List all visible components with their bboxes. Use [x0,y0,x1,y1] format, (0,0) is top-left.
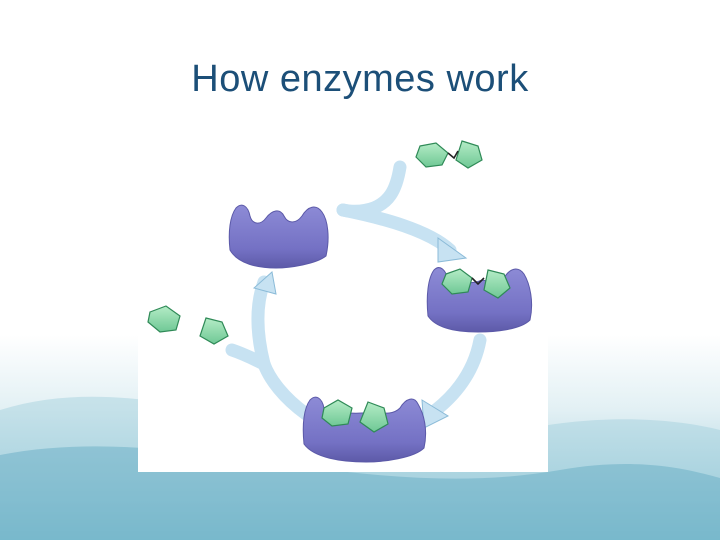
substrate-molecule-incoming [415,140,483,169]
slide-title: How enzymes work [191,58,529,100]
enzyme-free [228,204,329,269]
enzyme-substrate-complex [426,267,533,333]
arrow-substrate-binding [336,160,468,263]
enzyme-with-products [302,396,427,463]
enzyme-cycle-diagram [138,132,548,472]
arrow-catalysis [421,333,487,429]
arrow-product-release [225,271,313,421]
released-products [147,305,229,345]
